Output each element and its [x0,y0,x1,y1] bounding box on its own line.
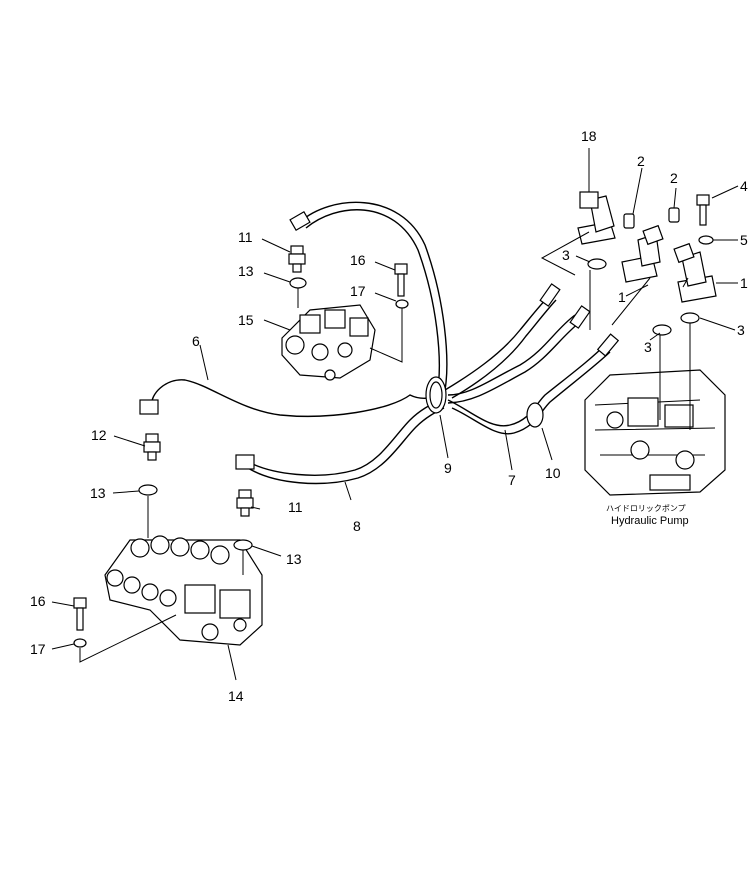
callout-16b: 16 [30,593,46,609]
callout-15: 15 [238,312,254,328]
leader-lines [51,148,739,681]
hose-fitting [139,399,159,415]
washer-17b [73,638,87,648]
hose-upper-main [444,294,551,391]
callout-12: 12 [91,427,107,443]
washer-17a [395,299,409,309]
hose-fitting [569,305,591,329]
callout-11b: 11 [288,499,303,515]
hydraulic-pump [584,369,726,496]
callout-16a: 16 [350,252,366,268]
bolt-4 [696,194,710,226]
callout-3c: 3 [737,322,745,338]
o-ring-13a [289,277,307,289]
fitting-11a [288,245,306,273]
callout-13c: 13 [286,551,302,567]
o-ring-3b [652,324,672,336]
callout-18: 18 [581,128,597,144]
hose-8 [244,399,441,476]
bolt-2b [668,207,680,223]
bolt-16a [394,263,408,297]
callout-9: 9 [444,460,452,476]
callout-2b: 2 [670,170,678,186]
callout-14: 14 [228,688,244,704]
callout-3a: 3 [562,247,570,263]
pump-label-jp: ハイドロリックポンプ [606,504,686,513]
hose-7 [447,314,576,396]
clamp-10 [526,402,544,428]
o-ring-13c [233,539,253,551]
callout-11a: 11 [238,229,253,245]
control-valve-15 [281,304,376,381]
callout-3b: 3 [644,339,652,355]
fitting-11b [236,489,254,517]
fitting-12 [143,433,161,461]
callout-13a: 13 [238,263,254,279]
hose-fitting [289,210,311,232]
o-ring-3c [680,312,700,324]
callout-17b: 17 [30,641,46,657]
callout-13b: 13 [90,485,106,501]
callout-5: 5 [740,232,748,248]
hose-fitting [596,333,620,357]
callout-4: 4 [740,178,748,194]
control-valve-14 [104,535,263,646]
callout-6: 6 [192,333,200,349]
fitting-1a [621,224,664,283]
hose-fitting [539,283,561,307]
callout-17a: 17 [350,283,366,299]
callout-2a: 2 [637,153,645,169]
o-ring-3a [587,258,607,270]
bolt-16b [73,597,87,631]
o-ring-13b [138,484,158,496]
hose-6 [151,201,448,417]
callout-10: 10 [545,465,561,481]
callout-1a: 1 [618,289,626,305]
callout-7: 7 [508,472,516,488]
callout-1b: 1 [740,275,748,291]
fitting-1b [673,242,717,303]
callout-8: 8 [353,518,361,534]
hose-fitting [235,454,255,470]
fitting-18 [577,191,616,245]
washer-5 [698,235,714,245]
bolt-2a [623,213,635,229]
pump-label-en: Hydraulic Pump [611,515,689,527]
